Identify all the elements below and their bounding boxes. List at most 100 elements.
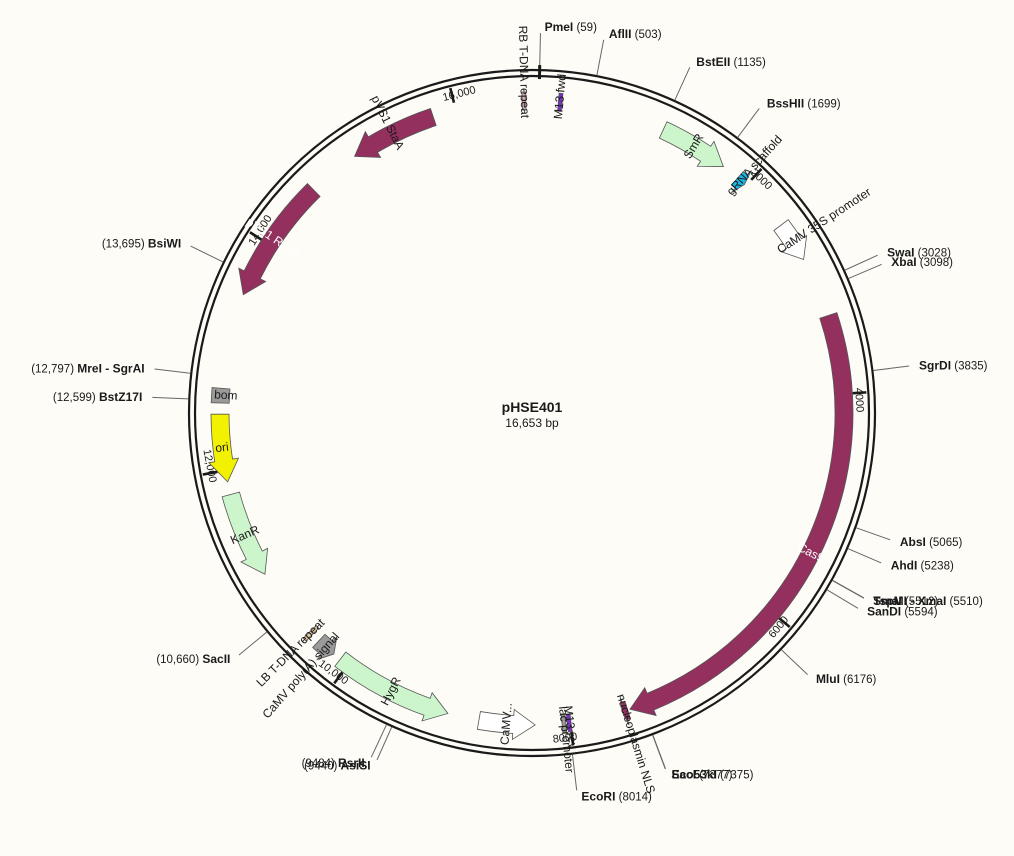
site-position: (7375)	[717, 769, 754, 781]
plasmid-backbone	[187, 68, 877, 758]
m13-fwd-feature	[557, 92, 564, 112]
site-line-saci	[652, 734, 666, 770]
site-position: (12,599)	[53, 392, 99, 404]
site-sgrdi: SgrDI (3835)	[919, 358, 988, 372]
site-line-pmei	[539, 33, 541, 70]
tick-16000	[449, 87, 456, 103]
site-position: (3835)	[951, 360, 988, 372]
site-line-sgrdi	[873, 365, 910, 372]
site-position: (1699)	[804, 99, 841, 111]
site-bstz17i: (12,599) BstZ17I	[53, 390, 142, 404]
site-line-ecori	[571, 754, 578, 791]
cas9-feature	[629, 312, 854, 717]
site-line-ahdi	[847, 548, 882, 564]
site-line-sandi	[826, 589, 859, 609]
site-position: (10,660)	[156, 654, 202, 666]
site-name: BstZ17I	[99, 390, 142, 404]
site-position: (3028)	[914, 248, 951, 260]
ori-label: ori	[214, 440, 229, 455]
rb-t-dna-repeat-feature	[521, 91, 527, 111]
site-sandi: SanDI (5594)	[867, 604, 938, 618]
site-name: BstEII	[696, 55, 730, 69]
site-name: PmeI	[545, 20, 574, 34]
grna-scaffold-feature	[730, 170, 752, 194]
m13-rev-label: M13 rev	[561, 705, 580, 750]
site-position: (9484)	[302, 758, 338, 770]
site-swai: SwaI (3028)	[887, 246, 951, 260]
site-line-rsrii	[370, 724, 387, 758]
site-name: AbsI	[900, 535, 926, 549]
site-line-aflii	[596, 39, 605, 76]
site-name: SacII	[202, 652, 230, 666]
site-name: RsrII	[338, 756, 365, 770]
site-position: (8014)	[615, 791, 652, 803]
site-absi: AbsI (5065)	[900, 535, 963, 549]
tick-12000	[202, 470, 218, 476]
tick-8000	[570, 730, 575, 746]
nucleoplasmin-nls-feature	[619, 696, 631, 726]
site-name: MreI - SgrAI	[77, 361, 144, 375]
tick-2000	[750, 168, 763, 181]
pvs1-repa-feature	[238, 183, 321, 296]
smr-feature	[658, 121, 724, 167]
site-line-bsshii	[737, 108, 760, 138]
site-sacii: (10,660) SacII	[156, 652, 230, 666]
site-ahdi: AhdI (5238)	[891, 558, 954, 572]
pvs1-staa-feature	[353, 107, 437, 158]
bom-label: bom	[214, 387, 238, 402]
tick-label: 8000	[552, 731, 578, 746]
site-line-bsiwi	[190, 245, 224, 263]
plasmid-length: 16,653 bp	[505, 416, 559, 430]
site-eco53ki: Eco53kI (7375)	[672, 767, 754, 781]
site-line-swai	[844, 254, 878, 271]
hygr-feature	[334, 651, 449, 722]
site-smai: SmaI (5512)	[873, 594, 938, 608]
site-position: (12,797)	[31, 363, 77, 375]
site-name: TspMI - XmaI	[873, 594, 946, 608]
kanr-feature	[221, 491, 269, 575]
restriction-sites: PmeI (59) AflII (503) BstEII (1135) BssHII …	[31, 20, 987, 803]
site-tspmi-xmai: TspMI - XmaI (5510)	[873, 594, 983, 608]
lb-t-dna-repeat-feature	[302, 625, 320, 642]
site-position: (9440)	[304, 760, 340, 772]
lac-promoter-label: lac promoter	[556, 706, 577, 774]
site-position: (503)	[631, 29, 661, 41]
site-position: (3098)	[917, 257, 954, 269]
site-name: AflII	[609, 27, 632, 41]
site-line-bstz17i	[152, 396, 189, 400]
plasmid-name: pHSE401	[502, 399, 563, 415]
site-line-bsteii	[674, 67, 691, 101]
site-position: (5510)	[946, 596, 983, 608]
m13-rev-feature	[565, 713, 573, 733]
site-position: (5512)	[902, 596, 939, 608]
site-name: SwaI	[887, 246, 914, 260]
site-saci: SacI (7377)	[671, 767, 732, 781]
site-name: SanDI	[867, 604, 901, 618]
camv-35s-promoter-feature	[773, 219, 808, 261]
site-position: (1135)	[730, 57, 766, 69]
camv-poly-a-signal-feature	[312, 633, 338, 661]
site-pmei: PmeI (59)	[545, 20, 598, 34]
rb-t-dna-repeat-label: RB T-DNA repeat	[516, 25, 532, 118]
site-mlui: MluI (6176)	[816, 672, 877, 686]
backbone-outer-ring	[187, 68, 877, 758]
site-line-mrei-sgrai	[154, 368, 191, 374]
site-name: Eco53kI	[672, 767, 717, 781]
tick-label: 4000	[852, 387, 865, 412]
site-name: XbaI	[891, 255, 916, 269]
site-position: (6176)	[840, 674, 877, 686]
site-bsshii: BssHII (1699)	[767, 97, 841, 111]
m13-fwd-label: M13 fwd	[551, 73, 569, 119]
site-line-xbai	[848, 263, 882, 279]
lac-promoter-feature	[560, 713, 568, 733]
site-name: EcoRI	[581, 789, 615, 803]
site-name: SacI	[671, 767, 696, 781]
site-line-smai	[832, 580, 865, 599]
site-position: (13,695)	[102, 238, 148, 250]
tick-14000	[249, 231, 264, 242]
site-line-sacii	[238, 631, 268, 656]
site-rsrii: (9484) RsrII	[302, 756, 365, 770]
site-line-asisi	[376, 726, 393, 761]
site-position: (5065)	[926, 537, 963, 549]
